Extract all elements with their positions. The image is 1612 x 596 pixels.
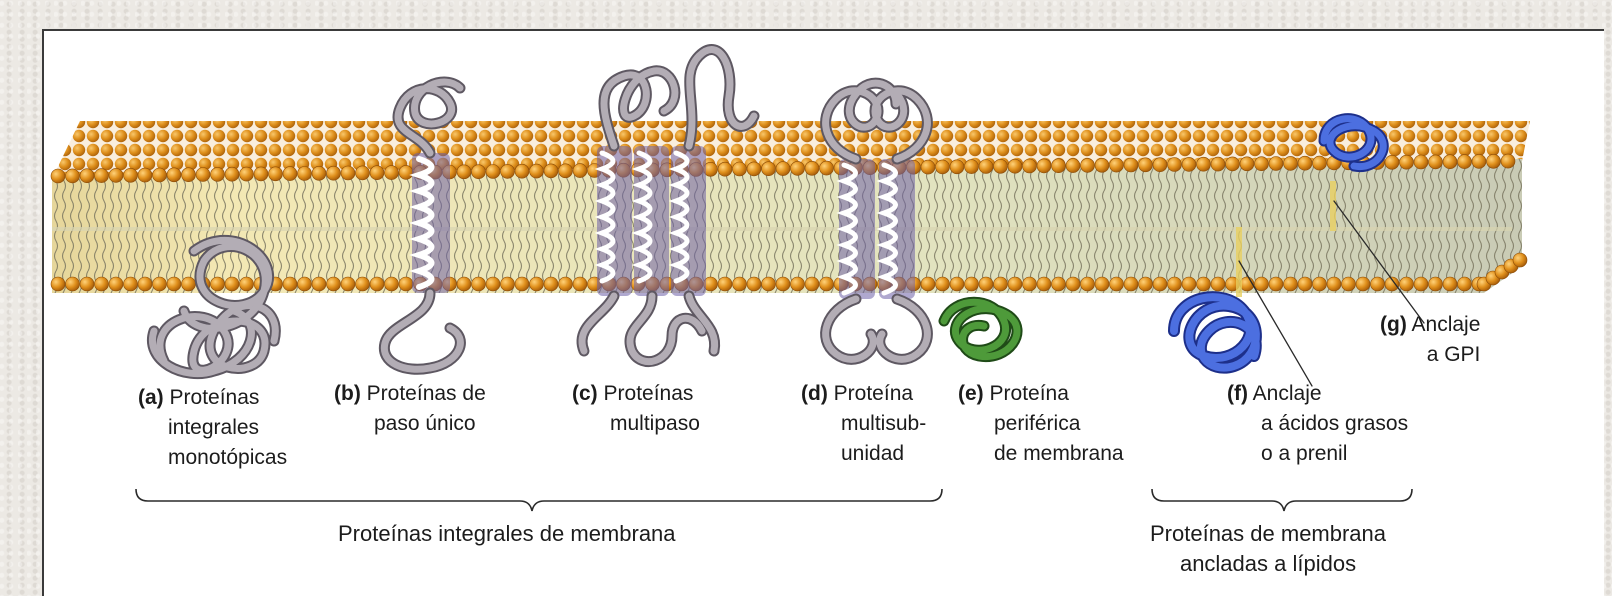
label-d-line-2: multisub- bbox=[801, 409, 926, 439]
label-e-line-2: periférica bbox=[958, 409, 1124, 439]
group-label-lipid-anchored-line-1: Proteínas de membrana bbox=[1150, 519, 1386, 549]
label-g: (g) Anclaje a GPI bbox=[1380, 310, 1480, 370]
label-f-line-3: o a prenil bbox=[1227, 439, 1408, 469]
label-g-line-2: a GPI bbox=[1380, 340, 1480, 370]
membrane-diagram bbox=[44, 31, 1604, 596]
label-d-line-1: Proteína bbox=[834, 382, 913, 405]
label-f-line-2: a ácidos grasos bbox=[1227, 409, 1408, 439]
figure-frame: (a) Proteínas integrales monotópicas (b)… bbox=[42, 29, 1604, 596]
label-b-line-1: Proteínas de bbox=[367, 382, 486, 405]
label-c-line-2: multipaso bbox=[572, 409, 700, 439]
label-e-letter: (e) bbox=[958, 382, 984, 405]
label-b-line-2: paso único bbox=[334, 409, 486, 439]
label-c-line-1: Proteínas bbox=[604, 382, 694, 405]
brace-lipid-anchored bbox=[1152, 489, 1412, 511]
label-e-line-1: Proteína bbox=[990, 382, 1069, 405]
protein-e-peripheral bbox=[944, 302, 1017, 356]
group-label-lipid-anchored-line-2: ancladas a lípidos bbox=[1150, 549, 1386, 579]
label-c-letter: (c) bbox=[572, 382, 598, 405]
label-e-line-3: de membrana bbox=[958, 439, 1124, 469]
group-label-integral: Proteínas integrales de membrana bbox=[338, 519, 676, 549]
label-d-line-3: unidad bbox=[801, 439, 926, 469]
label-g-line-1: Anclaje bbox=[1412, 313, 1481, 336]
label-a-line-3: monotópicas bbox=[138, 443, 287, 473]
brace-integral bbox=[136, 489, 942, 511]
label-f-line-1: Anclaje bbox=[1253, 382, 1322, 405]
label-c: (c) Proteínas multipaso bbox=[572, 379, 700, 439]
label-d: (d) Proteína multisub- unidad bbox=[801, 379, 926, 469]
label-b: (b) Proteínas de paso único bbox=[334, 379, 486, 439]
label-b-letter: (b) bbox=[334, 382, 361, 405]
label-d-letter: (d) bbox=[801, 382, 828, 405]
label-a-letter: (a) bbox=[138, 386, 164, 409]
label-a-line-1: Proteínas bbox=[170, 386, 260, 409]
group-label-lipid-anchored: Proteínas de membrana ancladas a lípidos bbox=[1150, 519, 1386, 579]
label-a: (a) Proteínas integrales monotópicas bbox=[138, 383, 287, 473]
label-g-letter: (g) bbox=[1380, 313, 1407, 336]
label-f: (f) Anclaje a ácidos grasos o a prenil bbox=[1227, 379, 1408, 469]
label-a-line-2: integrales bbox=[138, 413, 287, 443]
label-f-letter: (f) bbox=[1227, 382, 1248, 405]
label-e: (e) Proteína periférica de membrana bbox=[958, 379, 1124, 469]
